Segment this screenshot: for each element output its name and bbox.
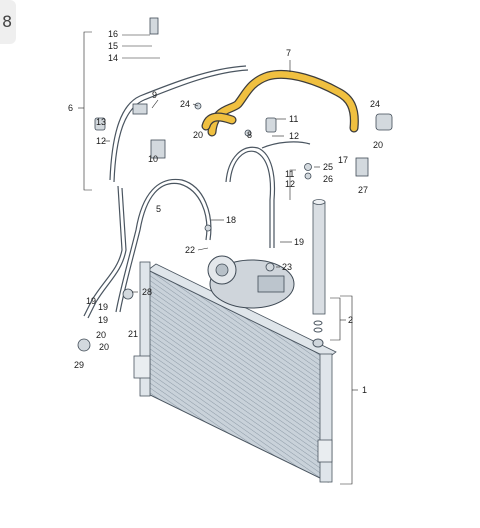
callout-label: 14: [108, 53, 118, 63]
corner-tab[interactable]: 8: [0, 0, 16, 44]
callout-label: 20: [96, 330, 106, 340]
callout-label: 24: [180, 99, 190, 109]
callout-label: 26: [323, 174, 333, 184]
callout-label: 11: [285, 169, 294, 179]
compressor: [207, 255, 295, 309]
callout-label: 25: [323, 162, 333, 172]
leader-lines: [78, 31, 358, 485]
callout-label: 11: [289, 114, 298, 124]
callout-label: 12: [285, 179, 295, 189]
fittings: [77, 17, 393, 352]
callout-label: 7: [286, 48, 291, 58]
callout-label: 19: [98, 302, 108, 312]
callout-label: 6: [68, 103, 73, 113]
highlighted-hose: [201, 69, 359, 137]
callout-label: 19: [294, 237, 304, 247]
callout-label: 18: [226, 215, 236, 225]
callout-label: 28: [142, 287, 152, 297]
callout-label: 23: [282, 262, 292, 272]
refrigerant-lines: [83, 65, 311, 319]
callout-label: 5: [156, 204, 161, 214]
callout-label: 12: [289, 131, 299, 141]
callout-label: 8: [247, 130, 252, 140]
callout-label: 17: [338, 155, 348, 165]
callout-label: 19: [98, 315, 108, 325]
callout-label: 20: [193, 130, 203, 140]
callout-label: 13: [96, 117, 106, 127]
callout-label: 22: [185, 245, 195, 255]
callout-label: 27: [358, 185, 368, 195]
callout-label: 24: [370, 99, 380, 109]
callout-label: 12: [96, 136, 106, 146]
callout-label: 16: [108, 29, 118, 39]
callout-label: 10: [148, 154, 158, 164]
callout-label: 1: [362, 385, 367, 395]
callout-label: 29: [74, 360, 84, 370]
callout-label: 20: [373, 140, 383, 150]
condenser: [133, 261, 337, 483]
callout-label: 2: [348, 315, 353, 325]
callout-label: 20: [99, 342, 109, 352]
callout-label: 9: [152, 90, 157, 100]
callout-label: 21: [128, 329, 138, 339]
receiver-drier: [312, 199, 326, 348]
callout-labels: 16 15 14 6 13 12 9 10 24 7 20 8 11 12 24…: [68, 29, 383, 395]
callout-label: 19: [86, 296, 96, 306]
corner-glyph: 8: [2, 12, 13, 31]
callout-label: 15: [108, 41, 118, 51]
